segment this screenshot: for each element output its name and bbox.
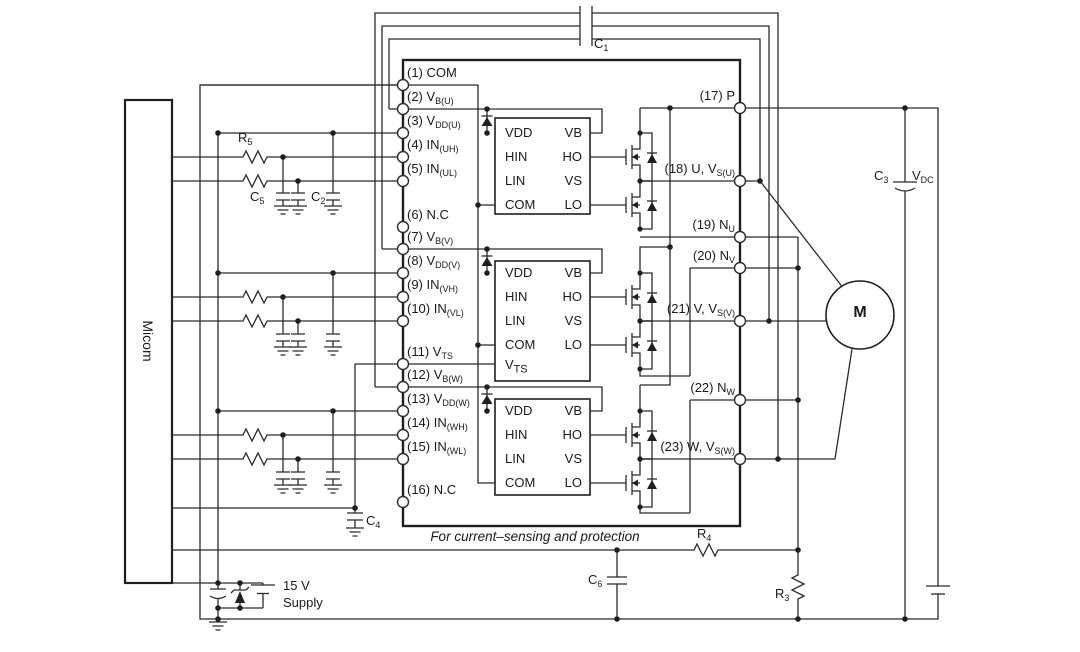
- pin-label-19: (19) NU: [692, 217, 735, 234]
- pin-label-5: (5) IN(UL): [407, 161, 457, 178]
- pin-label-11: (11) VTS: [407, 344, 453, 361]
- driver-u-hin: HIN: [505, 149, 528, 164]
- pin-label-18: (18) U, VS(U): [664, 161, 735, 178]
- driver-u-lo: LO: [564, 197, 582, 212]
- driver-u-vdd: VDD: [505, 125, 533, 140]
- motor-symbol: [825, 280, 895, 350]
- input-filter-u: [172, 133, 403, 215]
- pin-label-14: (14) IN(WH): [407, 415, 468, 432]
- label-r4: R4: [697, 526, 712, 543]
- driver-w-hin: HIN: [505, 427, 528, 442]
- driver-w-vb: VB: [564, 403, 582, 418]
- pin-label-13: (13) VDD(W): [407, 391, 470, 408]
- junction-dots: [215, 105, 908, 622]
- driver-v-ho: HO: [562, 289, 583, 304]
- gate-driver-block-u: [494, 117, 591, 215]
- label-r3: R3: [775, 586, 790, 603]
- pin-label-16: (16) N.C: [407, 482, 457, 497]
- driver-v-vts: VTS: [505, 357, 528, 376]
- pin-label-21: (21) V, VS(V): [666, 301, 735, 318]
- capacitor-c1-plates: [579, 6, 593, 46]
- pin-label-1: (1) COM: [407, 65, 457, 80]
- pin-label-12: (12) VB(W): [407, 367, 463, 384]
- driver-v-hin: HIN: [505, 289, 528, 304]
- driver-v-vdd: VDD: [505, 265, 533, 280]
- driver-u-com: COM: [505, 197, 536, 212]
- driver-v-vb: VB: [564, 265, 582, 280]
- pin-label-17: (17) P: [699, 88, 735, 103]
- phase-output-w: [640, 348, 853, 460]
- label-c1: C1: [594, 36, 609, 53]
- label-c4: C4: [366, 513, 381, 530]
- pin-label-7: (7) VB(V): [407, 229, 454, 246]
- supply-15v-circuit: [172, 582, 275, 631]
- driver-v-com: COM: [505, 337, 536, 352]
- pin-label-4: (4) IN(UH): [407, 137, 459, 154]
- label-vdc: VDC: [912, 168, 934, 185]
- label-supply-word: Supply: [283, 595, 323, 610]
- label-r5: R5: [238, 130, 253, 147]
- vts-line: [172, 363, 495, 509]
- label-c5: C5: [250, 189, 265, 206]
- gate-driver-block-w: [494, 398, 591, 496]
- driver-u-vs: VS: [564, 173, 582, 188]
- driver-w-lin: LIN: [505, 451, 526, 466]
- input-filter-v: [172, 273, 403, 356]
- vdd-15v-net: [217, 132, 403, 583]
- label-c3: C3: [874, 168, 889, 185]
- capacitor-c6: [607, 550, 627, 619]
- current-sense-note: For current–sensing and protection: [430, 529, 640, 544]
- pin-label-6: (6) N.C: [407, 207, 449, 222]
- resistor-r3: [791, 569, 805, 605]
- driver-v-lin: LIN: [505, 313, 526, 328]
- driver-v-vs: VS: [564, 313, 582, 328]
- driver-w-vs: VS: [564, 451, 582, 466]
- pin-circles: [396, 78, 747, 509]
- driver-w-lo: LO: [564, 475, 582, 490]
- gate-driver-block-v: [494, 260, 591, 382]
- pin-label-22: (22) NW: [690, 380, 735, 397]
- label-c6: C6: [588, 572, 603, 589]
- motor-label: M: [853, 304, 867, 321]
- com-net: [200, 84, 495, 484]
- driver-u-lin: LIN: [505, 173, 526, 188]
- pin-label-10: (10) IN(VL): [407, 301, 464, 318]
- inverter-interconnect: [639, 108, 691, 514]
- driver-v-lo: LO: [564, 337, 582, 352]
- vdc-battery: [926, 585, 950, 595]
- label-supply-15v: 15 V: [283, 578, 310, 593]
- driver-u-vb: VB: [564, 125, 582, 140]
- n-rail: [640, 236, 799, 619]
- pin-label-9: (9) IN(VH): [407, 277, 458, 294]
- driver-w-com: COM: [505, 475, 536, 490]
- bootstrap-loop-u: [388, 38, 761, 181]
- driver-w-vdd: VDD: [505, 403, 533, 418]
- capacitor-c4: [345, 508, 365, 537]
- pin-label-15: (15) IN(WL): [407, 439, 467, 456]
- capacitor-c3: [893, 108, 917, 619]
- label-c2: C2: [311, 189, 326, 206]
- micom-box: [123, 98, 174, 585]
- driver-u-ho: HO: [562, 149, 583, 164]
- input-filter-w: [172, 411, 403, 494]
- pin-label-8: (8) VDD(V): [407, 253, 461, 270]
- driver-w-ho: HO: [562, 427, 583, 442]
- pin-label-23: (23) W, VS(W): [660, 439, 735, 456]
- pin-label-2: (2) VB(U): [407, 89, 454, 106]
- micom-label: Micom: [140, 320, 156, 362]
- pin-label-3: (3) VDD(U): [407, 113, 461, 130]
- pin-label-20: (20) NV: [692, 248, 735, 265]
- bootstrap-loop-v: [381, 25, 770, 321]
